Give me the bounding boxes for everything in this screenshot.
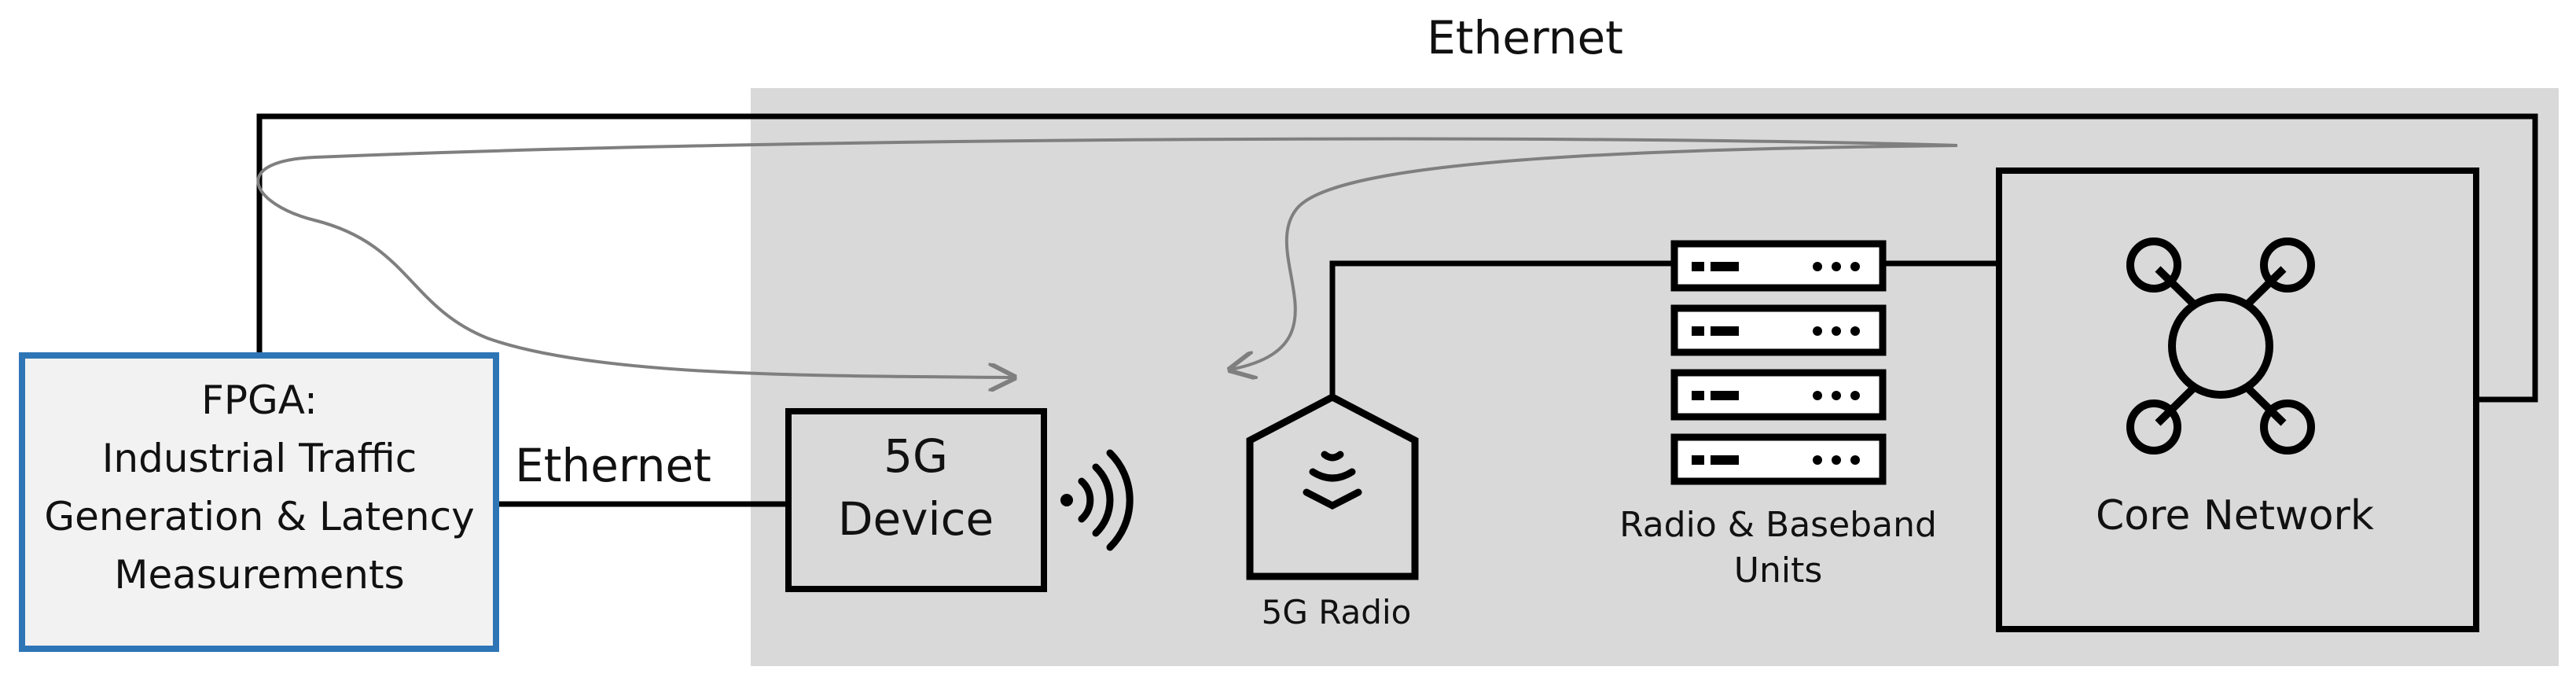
flow-arrow-to-radio bbox=[1230, 144, 1958, 370]
server-unit bbox=[1670, 240, 1887, 292]
5g-system-zone bbox=[751, 88, 2559, 666]
core-network-label: Core Network bbox=[2096, 492, 2374, 539]
rbu-label-line1: Radio & Baseband bbox=[1619, 505, 1937, 545]
ethernet-label-top: Ethernet bbox=[1427, 11, 1623, 64]
fpga-label-line3: Generation & Latency bbox=[44, 494, 474, 539]
server-unit bbox=[1670, 369, 1887, 421]
core-network-box bbox=[1996, 167, 2479, 632]
server-unit bbox=[1670, 433, 1887, 485]
flow-arrow-to-device bbox=[256, 137, 1958, 377]
5g-device-label-line2: Device bbox=[838, 492, 994, 546]
5g-radio-node: 5G Radio bbox=[1246, 392, 1419, 631]
fpga-node: FPGA: Industrial Traffic Generation & La… bbox=[19, 352, 499, 652]
antenna-signal-icon bbox=[1303, 451, 1362, 510]
fpga-label-line1: FPGA: bbox=[201, 377, 318, 423]
core-network-node: Core Network bbox=[1996, 167, 2479, 632]
5g-device-box bbox=[785, 408, 1047, 592]
radio-housing bbox=[1246, 392, 1419, 580]
server-rack-icon bbox=[1670, 240, 1887, 485]
5g-device-label-line1: 5G bbox=[884, 429, 948, 483]
server-unit bbox=[1670, 304, 1887, 356]
fpga-label-line2: Industrial Traffic bbox=[102, 436, 417, 481]
ethernet-label-device: Ethernet bbox=[515, 439, 711, 492]
5g-device-node: 5G Device bbox=[785, 408, 1047, 592]
rbu-label-line2: Units bbox=[1734, 550, 1823, 591]
radio-fronthaul-link bbox=[1329, 260, 1674, 397]
network-hub-icon bbox=[2126, 237, 2315, 455]
5g-radio-label: 5G Radio bbox=[1262, 593, 1412, 631]
fpga-box bbox=[19, 352, 499, 652]
ethernet-link-top bbox=[256, 113, 2538, 403]
wifi-signal-icon bbox=[1060, 449, 1134, 551]
fpga-label-line4: Measurements bbox=[114, 552, 404, 598]
